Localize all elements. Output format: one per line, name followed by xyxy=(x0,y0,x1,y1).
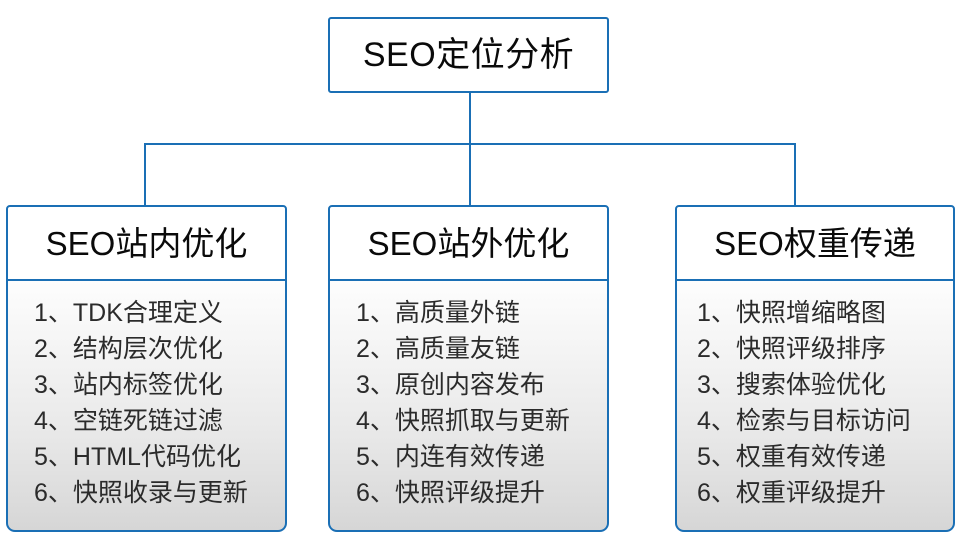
branch-0-header-label: SEO站内优化 xyxy=(45,224,248,262)
list-item: 1、快照增缩略图 xyxy=(697,299,886,327)
branch-2-body: 1、快照增缩略图 2、快照评级排序 3、搜索体验优化 4、检索与目标访问 5、权… xyxy=(675,281,955,532)
list-item: 1、TDK合理定义 xyxy=(34,299,223,327)
branch-column-0: SEO站内优化 1、TDK合理定义 2、结构层次优化 3、站内标签优化 4、空链… xyxy=(6,205,287,532)
connector-branch-0-vertical xyxy=(144,143,146,206)
list-item: 1、高质量外链 xyxy=(356,299,520,327)
branch-1-header: SEO站外优化 xyxy=(328,205,609,281)
list-item: 5、HTML代码优化 xyxy=(34,443,241,471)
branch-0-body: 1、TDK合理定义 2、结构层次优化 3、站内标签优化 4、空链死链过滤 5、H… xyxy=(6,281,287,532)
list-item: 5、内连有效传递 xyxy=(356,443,545,471)
connector-branch-2-vertical xyxy=(794,143,796,206)
branch-2-header-label: SEO权重传递 xyxy=(714,224,916,262)
connector-branch-1-vertical xyxy=(469,143,471,206)
list-item: 2、结构层次优化 xyxy=(34,335,223,363)
root-node: SEO定位分析 xyxy=(328,17,609,93)
list-item: 3、搜索体验优化 xyxy=(697,371,886,399)
branch-1-body: 1、高质量外链 2、高质量友链 3、原创内容发布 4、快照抓取与更新 5、内连有… xyxy=(328,281,609,532)
list-item: 5、权重有效传递 xyxy=(697,443,886,471)
list-item: 6、快照评级提升 xyxy=(356,479,545,507)
branch-2-header: SEO权重传递 xyxy=(675,205,955,281)
list-item: 6、快照收录与更新 xyxy=(34,479,248,507)
list-item: 3、原创内容发布 xyxy=(356,371,545,399)
list-item: 2、高质量友链 xyxy=(356,335,520,363)
branch-column-1: SEO站外优化 1、高质量外链 2、高质量友链 3、原创内容发布 4、快照抓取与… xyxy=(328,205,609,532)
branch-0-header: SEO站内优化 xyxy=(6,205,287,281)
branch-column-2: SEO权重传递 1、快照增缩略图 2、快照评级排序 3、搜索体验优化 4、检索与… xyxy=(675,205,955,532)
list-item: 2、快照评级排序 xyxy=(697,335,886,363)
root-node-label: SEO定位分析 xyxy=(362,36,575,74)
list-item: 3、站内标签优化 xyxy=(34,371,223,399)
list-item: 4、检索与目标访问 xyxy=(697,407,911,435)
list-item: 4、空链死链过滤 xyxy=(34,407,223,435)
branch-1-header-label: SEO站外优化 xyxy=(367,224,570,262)
list-item: 6、权重评级提升 xyxy=(697,479,886,507)
connector-root-vertical xyxy=(469,93,471,144)
list-item: 4、快照抓取与更新 xyxy=(356,407,570,435)
